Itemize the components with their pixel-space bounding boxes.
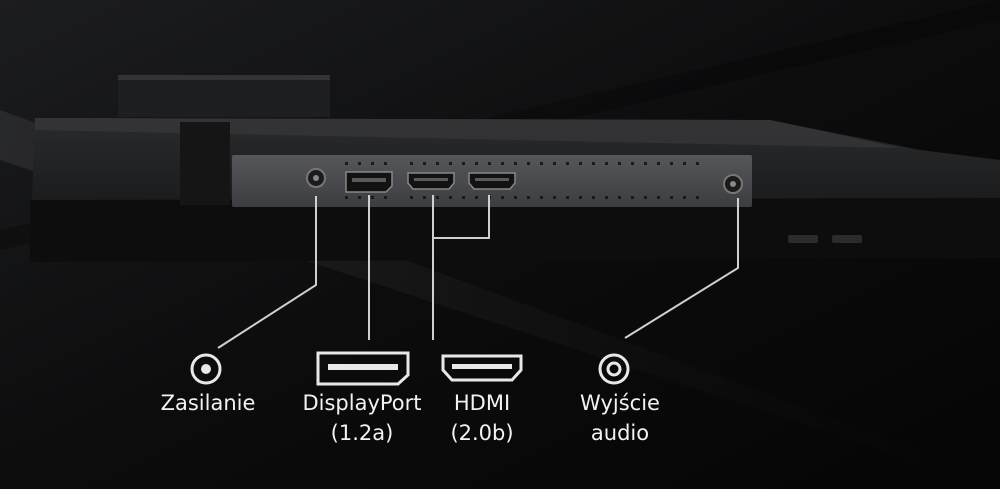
vent-dot [449, 162, 452, 165]
stand-mount [118, 75, 330, 117]
vent-dot [696, 196, 699, 199]
vent-dot [618, 162, 621, 165]
monitor-bezel [30, 198, 1000, 262]
audio-jack-icon [598, 353, 630, 385]
label-hdmi: HDMI (2.0b) [450, 388, 513, 448]
label-displayport-line1: DisplayPort [302, 391, 422, 415]
vent-dot [657, 196, 660, 199]
label-audio: Wyjście audio [580, 388, 660, 448]
vent-dot [488, 162, 491, 165]
vent-dot [475, 162, 478, 165]
vent-dot [358, 196, 361, 199]
vent-dot [670, 162, 673, 165]
vent-dot [475, 196, 478, 199]
vent-dot [540, 162, 543, 165]
label-hdmi-line2: (2.0b) [450, 421, 514, 445]
vent-dot [384, 162, 387, 165]
vent-dot [553, 196, 556, 199]
vent-dot [696, 162, 699, 165]
vent-dot [553, 162, 556, 165]
vent-dot [501, 196, 504, 199]
vent-dot [436, 196, 439, 199]
vent-dot [501, 162, 504, 165]
label-audio-line1: Wyjście [580, 391, 660, 415]
label-displayport: DisplayPort (1.2a) [302, 388, 421, 448]
vent-dot [592, 196, 595, 199]
vent-dot [345, 196, 348, 199]
lock-slot-2 [832, 235, 862, 243]
vent-dot [345, 162, 348, 165]
vent-dot [618, 196, 621, 199]
vent-dot [592, 162, 595, 165]
vent-dot [644, 162, 647, 165]
vent-dot [423, 162, 426, 165]
vent-dot [462, 162, 465, 165]
vent-dot [527, 162, 530, 165]
label-power-line1: Zasilanie [160, 391, 256, 415]
vent-dot [683, 196, 686, 199]
vent-dot [644, 196, 647, 199]
hdmi-icon [441, 354, 523, 382]
vent-dot [527, 196, 530, 199]
displayport-icon [316, 351, 410, 386]
vent-dot [371, 196, 374, 199]
vent-dot [462, 196, 465, 199]
vent-dot [436, 162, 439, 165]
label-displayport-line2: (1.2a) [330, 421, 394, 445]
vent-dot [410, 162, 413, 165]
vent-dot [423, 196, 426, 199]
vent-dot [605, 196, 608, 199]
vent-dot [540, 196, 543, 199]
vent-dot [670, 196, 673, 199]
vent-dot [358, 162, 361, 165]
vent-dot [449, 196, 452, 199]
vent-dot [579, 162, 582, 165]
label-audio-line2: audio [590, 421, 650, 445]
lock-slot-1 [788, 235, 818, 243]
callout-lines [217, 195, 739, 349]
vent-dot [384, 196, 387, 199]
vent-dot [631, 196, 634, 199]
vent-dot [371, 162, 374, 165]
vent-dot [657, 162, 660, 165]
vent-dot [683, 162, 686, 165]
vent-dot [410, 196, 413, 199]
vent-dot [605, 162, 608, 165]
vent-dot [514, 162, 517, 165]
label-hdmi-line1: HDMI [453, 391, 511, 415]
vent-dot [579, 196, 582, 199]
vent-dot [514, 196, 517, 199]
vent-dot [566, 162, 569, 165]
label-power: Zasilanie [161, 388, 256, 418]
vent-dot [566, 196, 569, 199]
vent-dot [631, 162, 634, 165]
power-input-icon [190, 353, 222, 385]
